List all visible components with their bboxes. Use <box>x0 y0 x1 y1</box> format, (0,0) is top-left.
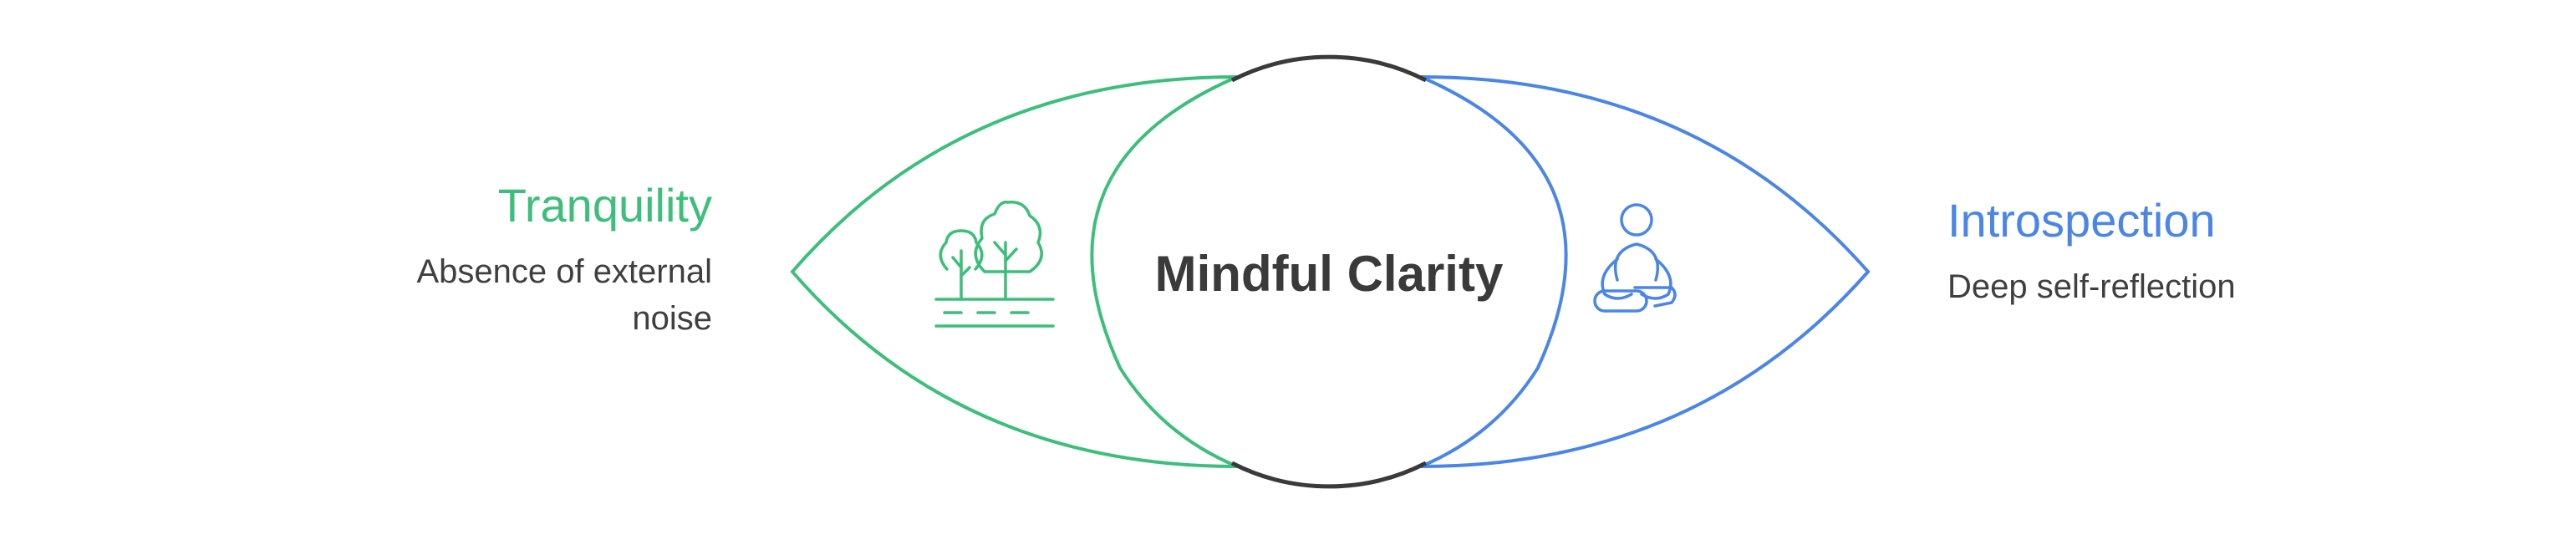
left-leaf-shape <box>790 75 1238 468</box>
meditation-person-icon <box>1593 203 1677 313</box>
left-lens-arc <box>1090 75 1238 468</box>
introspection-heading: Introspection <box>1947 194 2216 247</box>
center-title: Mindful Clarity <box>1155 246 1504 302</box>
trees-icon <box>934 201 1055 328</box>
tranquility-heading: Tranquility <box>497 179 712 232</box>
introspection-description: Deep self-reflection <box>1947 268 2236 306</box>
right-leaf-shape <box>1420 75 1871 468</box>
center-circle-bottom-arc <box>1230 461 1428 489</box>
tranquility-description-line1: Absence of external <box>416 253 712 291</box>
introspection-block: Introspection Deep self-reflection <box>1947 192 2449 310</box>
right-lens-arc <box>1420 75 1568 468</box>
tranquility-description: Absence of external noise <box>277 248 712 342</box>
tranquility-block: Tranquility Absence of external noise <box>277 177 712 342</box>
center-circle-top-arc <box>1230 54 1428 83</box>
tranquility-description-line2: noise <box>632 300 712 338</box>
